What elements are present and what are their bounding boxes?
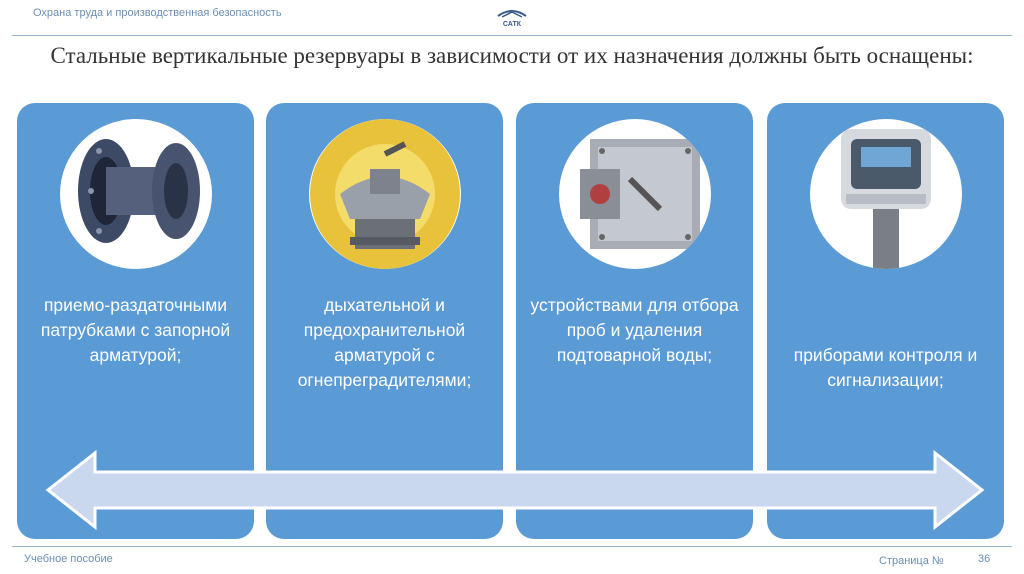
footer-divider xyxy=(12,546,1012,547)
card-control-devices: приборами контроля и сигнализации; xyxy=(767,103,1004,539)
double-arrow xyxy=(40,445,990,535)
header-divider xyxy=(12,35,1012,36)
card-breather-valves: дыхательной и предохранительной арматуро… xyxy=(266,103,503,539)
footer-label: Учебное пособие xyxy=(24,553,113,565)
card-text: приемо-раздаточными патрубками с запорно… xyxy=(40,295,231,365)
slide-title: Стальные вертикальные резервуары в завис… xyxy=(50,43,974,68)
page-number: 36 xyxy=(978,553,991,565)
page-label: Страница № xyxy=(879,555,944,567)
college-logo: САТК xyxy=(492,4,532,32)
logo-text: САТК xyxy=(503,21,522,28)
card-text: приборами контроля и сигнализации; xyxy=(793,345,978,390)
header-course-title: Охрана труда и производственная безопасн… xyxy=(33,7,282,19)
breather-valve-icon xyxy=(308,119,461,269)
card-pipe-fittings: приемо-раздаточными патрубками с запорно… xyxy=(17,103,254,539)
sampler-hatch-icon xyxy=(558,119,711,269)
card-sampling-devices: устройствами для отбора проб и удаления … xyxy=(516,103,753,539)
gas-detector-icon xyxy=(809,119,962,269)
pipe-fitting-icon xyxy=(59,119,212,269)
card-text: дыхательной и предохранительной арматуро… xyxy=(297,295,472,390)
card-text: устройствами для отбора проб и удаления … xyxy=(530,295,739,365)
